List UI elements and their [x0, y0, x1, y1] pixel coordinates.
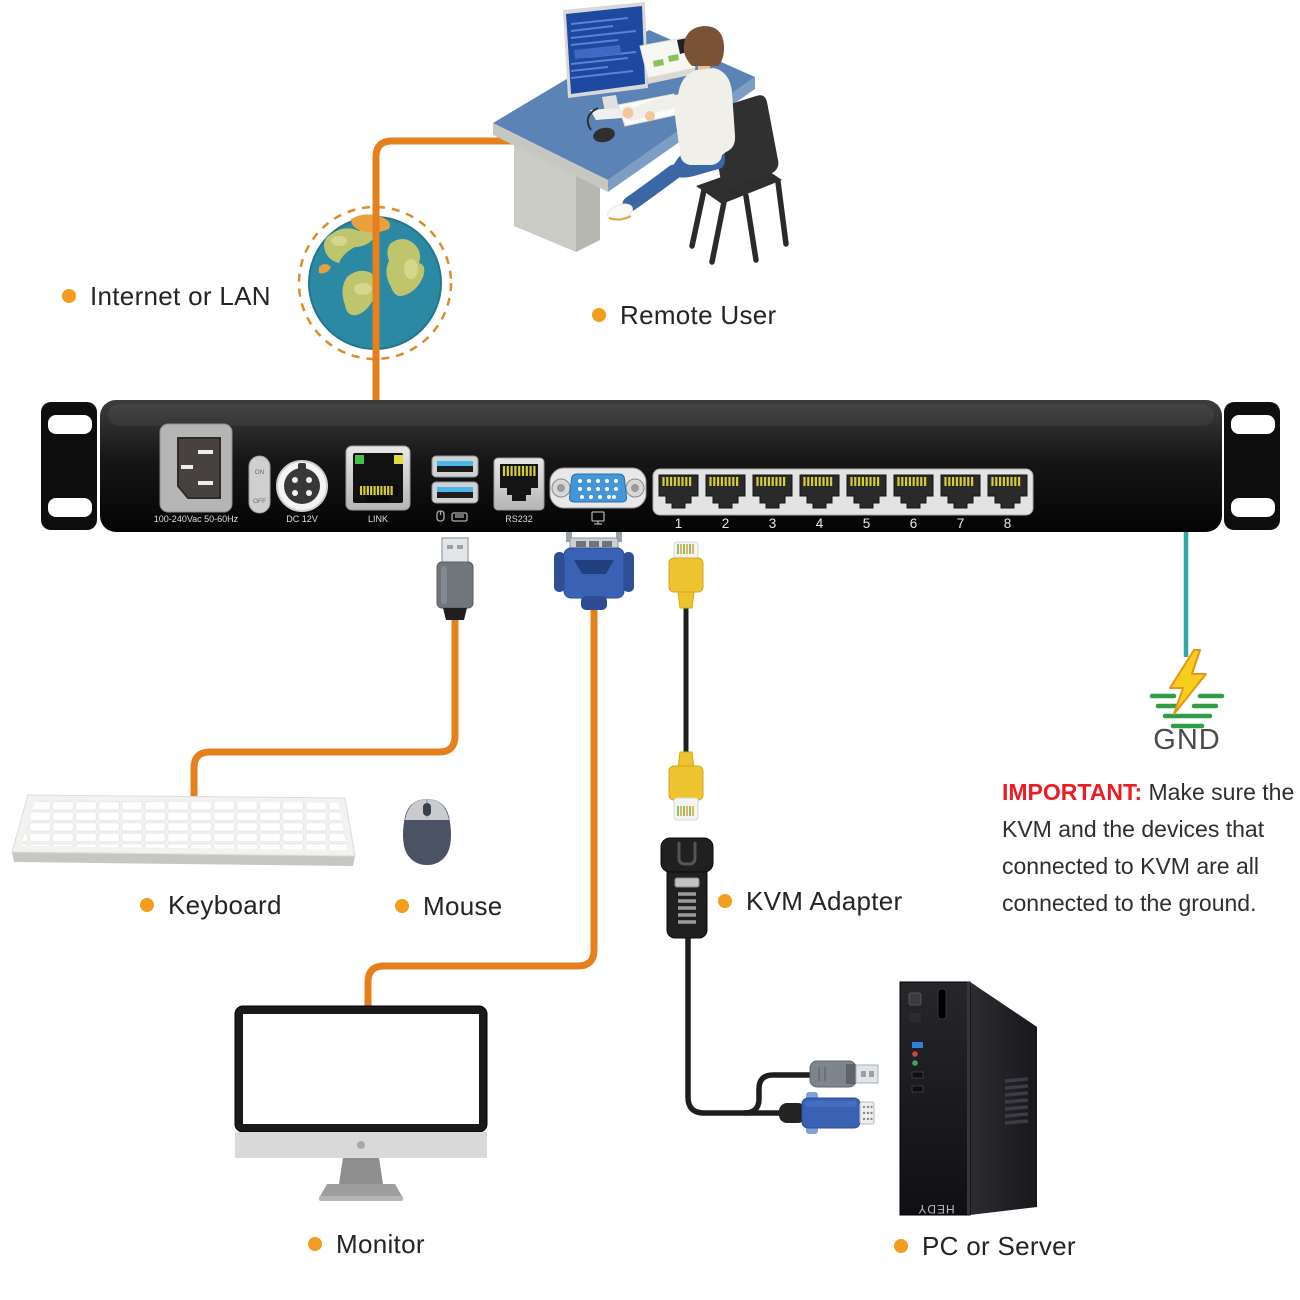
bullet-icon: [308, 1237, 322, 1251]
label-monitor: Monitor: [308, 1227, 425, 1261]
adapter-usb-cable: [685, 930, 822, 1116]
link-led-green: [355, 455, 364, 464]
pc-usb3-port: [912, 1042, 923, 1048]
bullet-icon: [62, 289, 76, 303]
keyboard-illustration: [11, 794, 356, 866]
power-inlet-label: 100-240Vac 50-60Hz: [154, 514, 239, 524]
vga-port: [549, 467, 647, 525]
important-note: IMPORTANT: Make sure the KVM and the dev…: [1002, 774, 1298, 922]
svg-text:6: 6: [910, 516, 918, 531]
usb-connector-pc: [809, 1060, 879, 1088]
svg-text:4: 4: [816, 516, 824, 531]
lightning-bolt-icon: [1169, 649, 1207, 715]
label-pc-server: PC or Server: [894, 1229, 1076, 1263]
dc-jack-label: DC 12V: [286, 514, 318, 524]
power-switch[interactable]: ON OFF: [248, 455, 271, 514]
rack-ear-left: [41, 402, 97, 530]
important-body: Make sure the KVM and the devices that c…: [1002, 779, 1295, 916]
pc-power-button[interactable]: [908, 992, 922, 1006]
label-internet: Internet or LAN: [62, 279, 271, 313]
pc-tower-illustration: HEDY: [899, 981, 1037, 1216]
usb-ports: [431, 455, 479, 522]
monitor-cable: [364, 602, 598, 1014]
svg-text:1: 1: [675, 516, 683, 531]
svg-text:5: 5: [863, 516, 871, 531]
label-monitor-text: Monitor: [336, 1228, 425, 1259]
link-port-label: LINK: [368, 514, 388, 524]
label-internet-text: Internet or LAN: [90, 280, 271, 311]
mouse-illustration: [403, 799, 451, 865]
svg-text:2: 2: [722, 516, 730, 531]
label-remote-user-text: Remote User: [620, 299, 777, 330]
kvm-switch-rack: 100-240Vac 50-60Hz ON OFF DC 12V LINK: [41, 400, 1280, 532]
bullet-icon: [718, 894, 732, 908]
switch-on-label: ON: [255, 469, 265, 476]
rs232-port: [493, 457, 545, 511]
ferrite-bead: [779, 1103, 806, 1123]
keyboard-cable: [190, 610, 459, 800]
bullet-icon: [395, 899, 409, 913]
label-keyboard-text: Keyboard: [168, 889, 282, 920]
kvm-port-panel: [652, 468, 1034, 516]
monitor-illustration: [234, 1005, 488, 1201]
link-port: [345, 445, 411, 511]
bullet-icon: [592, 308, 606, 322]
dc-power-jack: [276, 460, 328, 512]
usb-device-icons: [436, 510, 468, 522]
rj45-connector-top: [668, 541, 704, 609]
rack-ear-right: [1224, 402, 1280, 530]
internet-cable: [372, 137, 520, 404]
svg-text:3: 3: [769, 516, 777, 531]
link-led-yellow: [394, 455, 403, 464]
label-kvm-adapter: KVM Adapter: [718, 884, 903, 918]
pc-vents: [1004, 1077, 1029, 1125]
usb-plug: [436, 537, 474, 620]
switch-off-label: OFF: [253, 498, 266, 505]
label-mouse-text: Mouse: [423, 890, 503, 921]
vga-plug: [554, 532, 634, 610]
bullet-icon: [894, 1239, 908, 1253]
pc-brand-text: HEDY: [917, 1202, 954, 1216]
svg-text:8: 8: [1004, 516, 1012, 531]
remote-user-illustration: [493, 2, 789, 265]
svg-text:7: 7: [957, 516, 965, 531]
label-gnd: GND: [1153, 724, 1221, 756]
power-inlet: [159, 423, 233, 513]
label-remote-user: Remote User: [592, 298, 776, 332]
label-mouse: Mouse: [395, 889, 503, 923]
kvm-adapter-illustration: [660, 837, 714, 939]
rj45-connector-bottom: [668, 751, 704, 821]
monitor-icon-small: [591, 511, 605, 525]
bullet-icon: [140, 898, 154, 912]
label-keyboard: Keyboard: [140, 888, 282, 922]
vga-connector-pc: [801, 1092, 875, 1134]
rs232-label: RS232: [505, 514, 533, 524]
important-heading: IMPORTANT:: [1002, 779, 1143, 805]
label-pc-server-text: PC or Server: [922, 1230, 1076, 1261]
label-kvm-adapter-text: KVM Adapter: [746, 885, 903, 916]
ground-icon: [1149, 649, 1225, 729]
chair-legs: [689, 179, 789, 265]
port-numbers: 1 2 3 4 5 6 7 8: [675, 516, 1012, 531]
screen-text-lines: [570, 17, 637, 79]
